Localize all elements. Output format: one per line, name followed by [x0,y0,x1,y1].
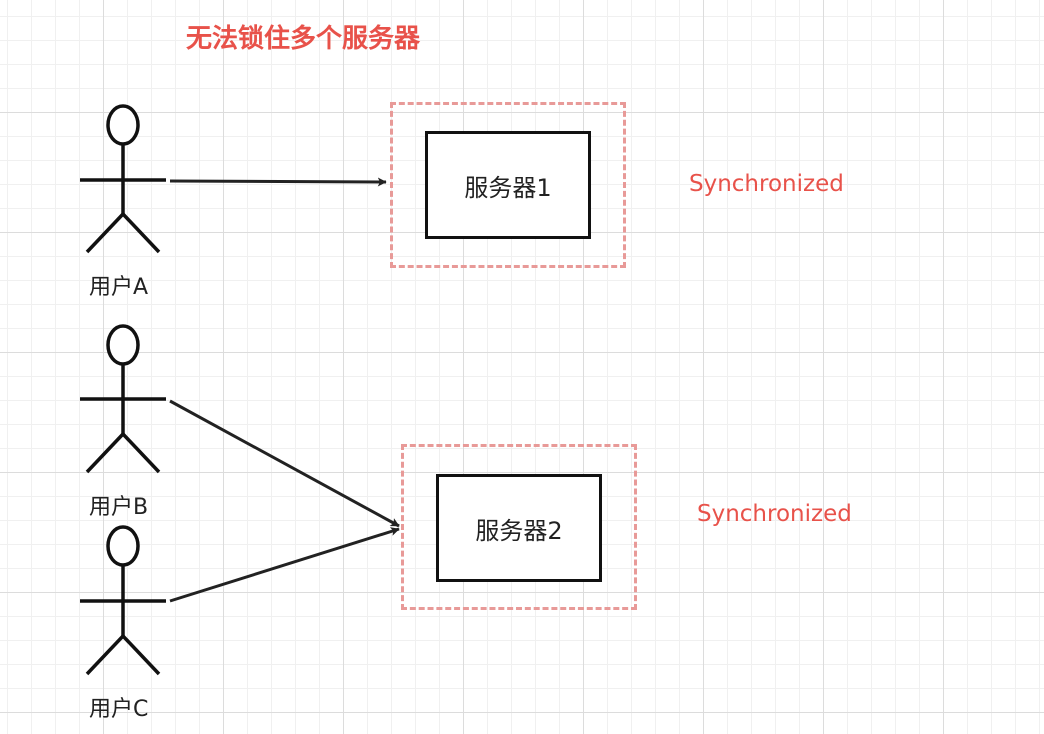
actor-c-right-leg [121,634,161,676]
server-2-label: 服务器2 [475,516,563,545]
actor-b-label: 用户B [89,495,149,520]
lock-frame-server-2 [401,444,637,610]
actor-b-left-leg [85,432,125,474]
actor-c-left-leg [85,634,125,676]
actor-c-head [106,525,140,567]
actor-b-head [106,324,140,366]
server-2-box: 服务器2 [436,474,602,582]
server-2-lock-label: Synchronized [697,501,852,527]
arrow-b-to-server-2 [169,399,400,528]
actor-c-figure [80,525,166,676]
arrow-c-to-server-2 [169,527,400,603]
diagram-title: 无法锁住多个服务器 [186,24,421,54]
lock-frame-server-1 [390,102,626,268]
server-1-lock-label: Synchronized [689,171,844,197]
actor-b-right-leg [121,432,161,474]
actor-c-label: 用户C [89,697,149,722]
actor-a-label: 用户A [89,275,149,300]
actor-b-figure [80,324,166,474]
arrow-a-to-server-1 [169,177,387,187]
actor-a-left-leg [85,212,125,254]
actor-a-figure [80,104,166,254]
actor-a-right-leg [121,212,161,254]
server-1-label: 服务器1 [464,173,552,202]
actor-a-head [106,104,140,146]
server-1-box: 服务器1 [425,131,591,239]
